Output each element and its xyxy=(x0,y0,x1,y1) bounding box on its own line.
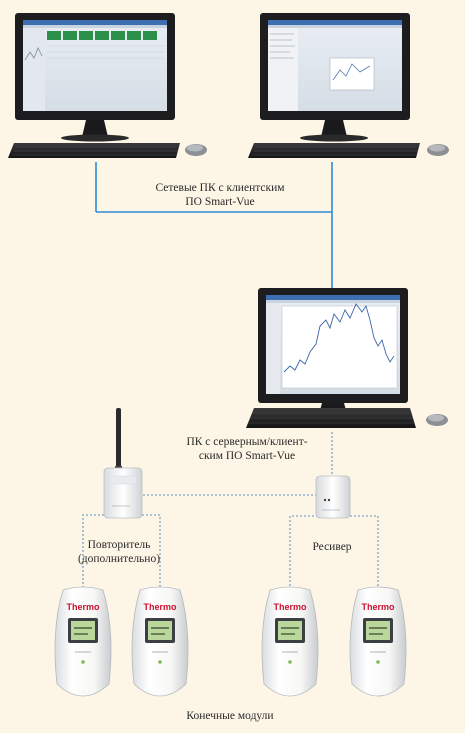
sensor-lcd-screen xyxy=(366,621,390,640)
end-module-sensor: Thermo xyxy=(349,586,407,697)
sensor-brand-logo: Thermo xyxy=(273,602,307,612)
monitor-client-2 xyxy=(248,13,449,158)
server-pc-label-line1: ПК с серверным/клиент- xyxy=(186,436,308,448)
sensor-lcd-screen xyxy=(148,621,172,640)
repeater-device xyxy=(103,408,143,519)
end-modules: Thermo Thermo Thermo Thermo xyxy=(54,586,407,697)
server-pc-label-line2: ским ПО Smart-Vue xyxy=(198,450,296,462)
repeater-label-line1: Повторитель xyxy=(87,539,151,551)
network-pcs-label-line2: ПО Smart-Vue xyxy=(185,196,255,208)
network-lines xyxy=(95,162,333,292)
sensor-status-led xyxy=(158,660,162,664)
sensor-brand-logo: Thermo xyxy=(66,602,100,612)
end-modules-label: Конечные модули xyxy=(150,709,310,723)
network-pcs-label: Сетевые ПК с клиентским ПО Smart-Vue xyxy=(130,181,310,209)
sensor-status-led xyxy=(81,660,85,664)
network-pcs-label-line1: Сетевые ПК с клиентским xyxy=(155,182,285,194)
receiver-device xyxy=(315,475,351,519)
sensor-lcd-screen xyxy=(71,621,95,640)
sensor-status-led xyxy=(376,660,380,664)
repeater-label: Повторитель (дополнительно) xyxy=(64,538,174,566)
receiver-label: Ресивер xyxy=(292,540,372,554)
sensor-status-led xyxy=(288,660,292,664)
monitor-server xyxy=(246,288,448,428)
end-module-sensor: Thermo xyxy=(261,586,319,697)
receiver-label-text: Ресивер xyxy=(312,541,352,553)
end-module-sensor: Thermo xyxy=(54,586,112,697)
end-modules-label-text: Конечные модули xyxy=(186,710,274,722)
repeater-label-line2: (дополнительно) xyxy=(77,553,161,565)
sensor-brand-logo: Thermo xyxy=(361,602,395,612)
server-pc-label: ПК с серверным/клиент- ским ПО Smart-Vue xyxy=(162,435,332,463)
monitor-client-1 xyxy=(8,13,207,158)
sensor-brand-logo: Thermo xyxy=(143,602,177,612)
sensor-lcd-screen xyxy=(278,621,302,640)
end-module-sensor: Thermo xyxy=(131,586,189,697)
